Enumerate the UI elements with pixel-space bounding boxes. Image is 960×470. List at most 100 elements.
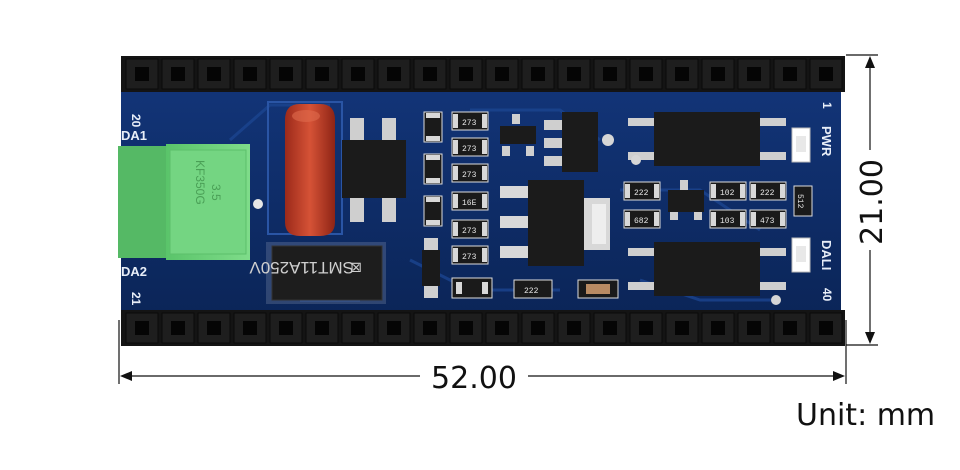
header-pin-socket (557, 58, 591, 90)
header-pin-hole (387, 321, 401, 335)
resistor-column-a (423, 111, 443, 227)
label-pwr: PWR (819, 126, 834, 157)
header-pin-hole (783, 67, 797, 81)
label-dali: DALI (819, 240, 834, 270)
resistor-pad (751, 184, 756, 198)
header-pin-hole (495, 67, 509, 81)
resistor-mark: 103 (720, 217, 735, 226)
resistor-mark: 682 (634, 217, 649, 226)
resistor-pad (625, 212, 630, 226)
screw-terminal: KF350G 3.5 (118, 144, 263, 260)
resistor-pad (453, 166, 458, 180)
resistor (749, 181, 787, 201)
resistor (451, 111, 489, 131)
header-pin-hole (711, 67, 725, 81)
resistor-pad (482, 166, 487, 180)
led-pwr (791, 127, 811, 163)
optocoupler-bottom (628, 242, 786, 305)
resistor-pad (482, 140, 487, 154)
height-dimension (846, 54, 878, 346)
resistor (423, 153, 443, 185)
pin-number-21: 21 (129, 292, 143, 306)
terminal-marking-pitch: 3.5 (209, 184, 223, 201)
bridge-rectifier (342, 118, 406, 222)
resistor-pad (426, 220, 440, 225)
resistor-pad (482, 114, 487, 128)
bottom-components: 222 (451, 277, 619, 299)
resistor (709, 181, 747, 201)
header-pin-hole (639, 321, 653, 335)
header-pin-hole (351, 321, 365, 335)
width-dimension (118, 320, 847, 384)
header-pin-hole (567, 67, 581, 81)
resistor-pad (751, 212, 756, 226)
unit-label: Unit: mm (796, 398, 936, 433)
resistor (423, 195, 443, 227)
resistor (423, 111, 443, 143)
resistor-mark: 102 (720, 189, 735, 198)
transistor-top (500, 114, 536, 156)
pin-number-40: 40 (820, 288, 834, 302)
led-dali (791, 237, 811, 273)
resistor (623, 181, 661, 201)
header-pin-hole (423, 321, 437, 335)
resistor-pad (482, 222, 487, 236)
header-pin-hole (495, 321, 509, 335)
header-pin-hole (135, 321, 149, 335)
resistor-pad (780, 212, 785, 226)
resistor (623, 209, 661, 229)
header-pin-hole (603, 67, 617, 81)
header-pin-hole (135, 67, 149, 81)
header-pin-socket (377, 312, 411, 344)
resistor-mark: 273 (462, 145, 477, 154)
resistor-mark: 473 (760, 217, 775, 226)
header-pin-hole (243, 321, 257, 335)
resistor-pad (453, 140, 458, 154)
resistor-led: 512 (793, 185, 813, 217)
header-pin-hole (675, 321, 689, 335)
resistor (451, 245, 489, 265)
resistor (451, 191, 489, 211)
header-pin-hole (747, 321, 761, 335)
smt-fuse: ⊠ SMT11A250V (249, 242, 386, 304)
resistor-pad (482, 248, 487, 262)
resistor-pad (482, 194, 487, 208)
fuse-logo: ⊠ (350, 260, 362, 276)
header-pin-hole (171, 67, 185, 81)
header-pin-hole (279, 321, 293, 335)
resistor-pad (453, 222, 458, 236)
regulator-main (500, 180, 610, 266)
resistor-pad (453, 248, 458, 262)
fuse-marking: SMT11A250V (249, 258, 354, 277)
header-pin-hole (675, 67, 689, 81)
header-pin-hole (603, 321, 617, 335)
resistor-pad (625, 184, 630, 198)
header-pin-hole (387, 67, 401, 81)
resistor-mark: 222 (634, 189, 649, 198)
diode-left (422, 238, 440, 298)
regulator-top (544, 112, 614, 172)
resistor-pad (654, 212, 659, 226)
header-pin-hole (171, 321, 185, 335)
header-pin-hole (639, 67, 653, 81)
label-da1: DA1 (121, 128, 147, 143)
label-da2: DA2 (121, 264, 147, 279)
resistor-pad (711, 212, 716, 226)
resistor-pad (740, 212, 745, 226)
resistor-pad (711, 184, 716, 198)
resistor-mark: 273 (462, 227, 477, 236)
resistor-pad (453, 194, 458, 208)
bottom-pin-header (121, 310, 845, 346)
pin-number-1: 1 (820, 102, 834, 109)
header-pin-hole (531, 321, 545, 335)
resistor-mark: 273 (462, 119, 477, 128)
resistor (451, 163, 489, 183)
resistor (709, 209, 747, 229)
resistor-pad (426, 178, 440, 183)
header-pin-hole (207, 321, 221, 335)
resistor-pad (426, 136, 440, 141)
resistor-pad (426, 113, 440, 118)
